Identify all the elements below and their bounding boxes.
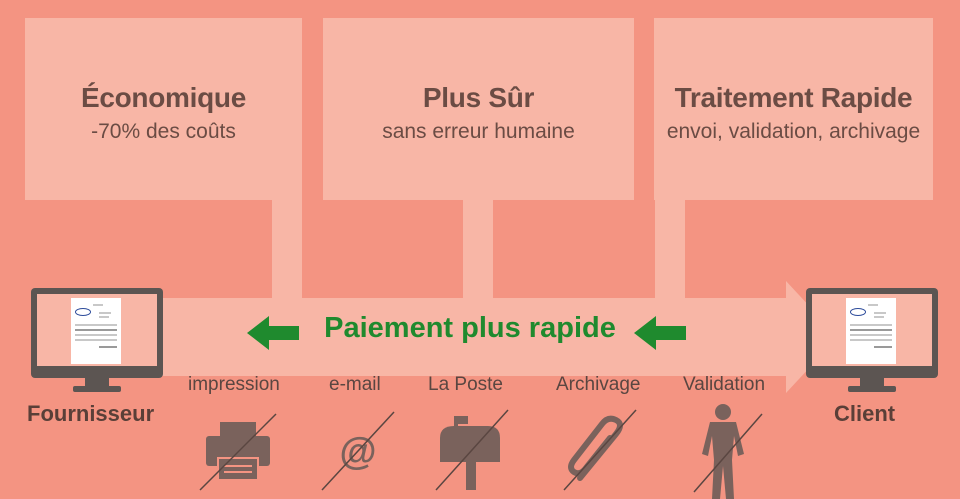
benefit-subtitle: -70% des coûts xyxy=(91,120,236,143)
step-label-archivage: Archivage xyxy=(556,374,641,395)
benefit-box-traitement-rapide: Traitement Rapide envoi, validation, arc… xyxy=(654,18,933,200)
step-label-validation: Validation xyxy=(683,374,766,395)
step-label-la-poste: La Poste xyxy=(428,374,503,395)
benefit-title: Plus Sûr xyxy=(422,82,535,113)
benefit-subtitle: envoi, validation, archivage xyxy=(666,120,921,143)
client-label: Client xyxy=(834,401,896,426)
benefit-title: Traitement Rapide xyxy=(674,82,913,113)
paperclip-icon xyxy=(563,409,637,491)
printer-icon xyxy=(199,413,277,491)
step-label-email: e-mail xyxy=(329,374,381,395)
green-arrow-left-icon xyxy=(247,316,299,350)
mailbox-icon xyxy=(435,409,509,491)
benefit-box-plus-sur: Plus Sûr sans erreur humaine xyxy=(323,18,634,200)
client-monitor-icon xyxy=(806,288,938,392)
step-label-impression: impression xyxy=(188,374,280,395)
person-icon xyxy=(693,404,763,499)
flow-center-label: Paiement plus rapide xyxy=(324,312,616,344)
green-arrow-left-icon xyxy=(634,316,686,350)
connector-stem-1 xyxy=(272,198,302,300)
invoice-document-icon xyxy=(846,298,896,364)
supplier-label: Fournisseur xyxy=(27,401,155,426)
benefit-title: Économique xyxy=(80,82,246,113)
connector-stem-3 xyxy=(655,198,685,300)
benefit-subtitle: sans erreur humaine xyxy=(382,120,575,143)
supplier-monitor-icon xyxy=(31,288,163,392)
invoice-document-icon xyxy=(71,298,121,364)
connector-stem-2 xyxy=(463,198,493,300)
at-sign-icon: @ xyxy=(321,411,395,491)
benefit-box-economique: Économique -70% des coûts xyxy=(25,18,302,200)
